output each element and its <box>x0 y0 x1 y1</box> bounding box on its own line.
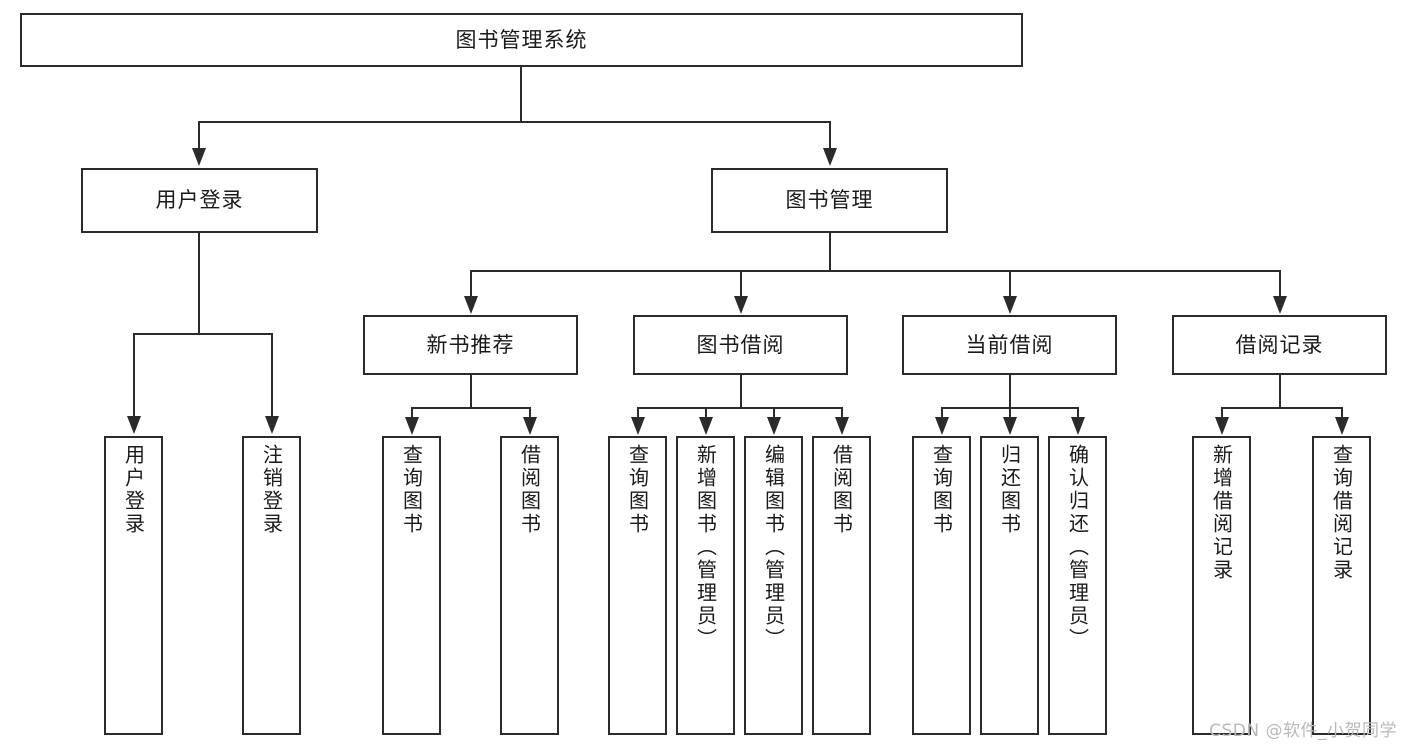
connector-to-current-borrow <box>1009 270 1011 298</box>
leaf-nbr-query-book[interactable]: 查询图书 <box>382 436 441 735</box>
leaf-cb-return-book[interactable]: 归还图书 <box>980 436 1039 735</box>
connector-user-login-leaf-2 <box>271 333 273 418</box>
leaf-br-query-record[interactable]: 查询借阅记录 <box>1312 436 1371 735</box>
node-label: 新增图书（管理员） <box>693 444 718 651</box>
connector-user-login-bus <box>133 333 272 335</box>
node-label: 编辑图书（管理员） <box>761 444 786 651</box>
connector-root-to-book-management <box>829 121 831 151</box>
leaf-bb-query-book[interactable]: 查询图书 <box>608 436 667 735</box>
connector-root-to-user-login <box>198 121 200 151</box>
connector-cb-leaf-3 <box>1077 407 1079 419</box>
arrow-cb-leaf-3 <box>1071 417 1085 435</box>
node-new-book-recommend[interactable]: 新书推荐 <box>363 315 578 375</box>
connector-to-book-borrow <box>740 270 742 298</box>
arrow-to-borrow-record <box>1273 296 1287 314</box>
node-label: 注销登录 <box>259 444 284 536</box>
connector-user-login-stem <box>198 233 200 334</box>
connector-borrow-record-stem <box>1279 375 1281 408</box>
csdn-watermark: CSDN @软件_小贺同学 <box>1209 721 1397 741</box>
arrow-to-current-borrow <box>1003 296 1017 314</box>
leaf-user-login-logout[interactable]: 注销登录 <box>242 436 301 735</box>
node-label: 借阅图书 <box>829 444 854 536</box>
node-label: 图书管理 <box>785 188 874 213</box>
leaf-cb-confirm-return-admin[interactable]: 确认归还（管理员） <box>1048 436 1107 735</box>
connector-root-bus <box>198 121 831 123</box>
connector-current-borrow-stem <box>1009 375 1011 408</box>
node-label: 查询图书 <box>929 444 954 536</box>
node-book-management[interactable]: 图书管理 <box>711 168 948 233</box>
connector-to-new-book-recommend <box>470 270 472 298</box>
node-user-login[interactable]: 用户登录 <box>81 168 318 233</box>
connector-nbr-leaf-1 <box>411 407 413 419</box>
leaf-nbr-borrow-book[interactable]: 借阅图书 <box>500 436 559 735</box>
leaf-bb-edit-book-admin[interactable]: 编辑图书（管理员） <box>744 436 803 735</box>
arrow-bb-leaf-4 <box>835 417 849 435</box>
connector-to-borrow-record <box>1279 270 1281 298</box>
node-label: 用户登录 <box>155 188 244 213</box>
node-label: 确认归还（管理员） <box>1065 444 1090 651</box>
connector-user-login-leaf-1 <box>133 333 135 418</box>
arrow-br-leaf-2 <box>1335 417 1349 435</box>
node-current-borrow[interactable]: 当前借阅 <box>902 315 1117 375</box>
node-label: 借阅图书 <box>517 444 542 536</box>
arrow-user-login-leaf-1 <box>127 416 141 434</box>
leaf-cb-query-book[interactable]: 查询图书 <box>912 436 971 735</box>
arrow-to-book-borrow <box>734 296 748 314</box>
arrow-cb-leaf-1 <box>935 417 949 435</box>
arrow-cb-leaf-2 <box>1003 417 1017 435</box>
arrow-to-new-book-recommend <box>464 296 478 314</box>
connector-br-leaf-2 <box>1341 407 1343 419</box>
arrow-nbr-leaf-2 <box>523 417 537 435</box>
node-label: 查询借阅记录 <box>1329 444 1354 582</box>
leaf-user-login-login[interactable]: 用户登录 <box>104 436 163 735</box>
leaf-br-add-record[interactable]: 新增借阅记录 <box>1192 436 1251 735</box>
connector-br-leaf-1 <box>1221 407 1223 419</box>
connector-book-borrow-stem <box>740 375 742 408</box>
connector-bb-leaf-1 <box>637 407 639 419</box>
node-borrow-record[interactable]: 借阅记录 <box>1172 315 1387 375</box>
connector-cb-leaf-2 <box>1009 407 1011 419</box>
arrow-bb-leaf-1 <box>631 417 645 435</box>
connector-bb-leaf-2 <box>705 407 707 419</box>
arrow-nbr-leaf-1 <box>405 417 419 435</box>
node-label: 当前借阅 <box>965 332 1054 357</box>
node-root-book-management-system[interactable]: 图书管理系统 <box>20 13 1023 67</box>
connector-root-stem <box>520 67 522 122</box>
connector-bb-leaf-4 <box>841 407 843 419</box>
node-label: 归还图书 <box>997 444 1022 536</box>
arrow-bb-leaf-2 <box>699 417 713 435</box>
connector-book-borrow-bus <box>637 407 842 409</box>
arrow-bb-leaf-3 <box>767 417 781 435</box>
node-label: 借阅记录 <box>1235 332 1324 357</box>
leaf-bb-add-book-admin[interactable]: 新增图书（管理员） <box>676 436 735 735</box>
connector-book-management-stem <box>829 233 831 271</box>
arrow-root-to-user-login <box>192 148 206 166</box>
connector-cb-leaf-1 <box>941 407 943 419</box>
connector-new-book-recommend-bus <box>411 407 530 409</box>
connector-new-book-recommend-stem <box>470 375 472 408</box>
node-label: 查询图书 <box>625 444 650 536</box>
node-label: 新书推荐 <box>426 332 515 357</box>
node-book-borrow[interactable]: 图书借阅 <box>633 315 848 375</box>
node-label: 用户登录 <box>121 444 146 536</box>
arrow-br-leaf-1 <box>1215 417 1229 435</box>
connector-level2-bus <box>470 270 1281 272</box>
connector-bb-leaf-3 <box>773 407 775 419</box>
node-label: 图书管理系统 <box>455 27 588 52</box>
connector-borrow-record-bus <box>1221 407 1342 409</box>
node-label: 新增借阅记录 <box>1209 444 1234 582</box>
leaf-bb-borrow-book[interactable]: 借阅图书 <box>812 436 871 735</box>
connector-nbr-leaf-2 <box>529 407 531 419</box>
arrow-user-login-leaf-2 <box>265 416 279 434</box>
node-label: 图书借阅 <box>696 332 785 357</box>
arrow-root-to-book-management <box>823 148 837 166</box>
node-label: 查询图书 <box>399 444 424 536</box>
